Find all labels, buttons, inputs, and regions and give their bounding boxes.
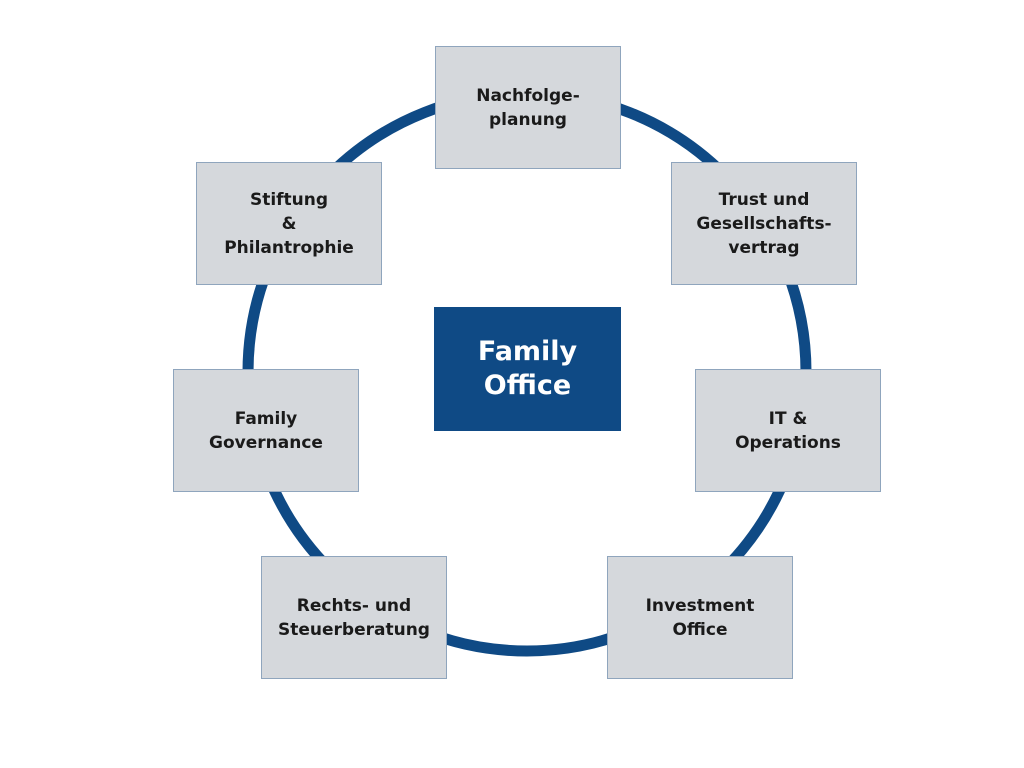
node-trust-gesellschaftsvertrag: Trust und Gesellschafts- vertrag: [671, 162, 857, 285]
node-label-line: IT &: [768, 408, 808, 429]
node-label-line: Gesellschafts-: [696, 213, 832, 234]
node-nachfolgeplanung: Nachfolge- planung: [435, 46, 621, 169]
node-label-line: Nachfolge-: [476, 85, 580, 106]
node-label-line: vertrag: [728, 237, 800, 258]
center-label-line: Family: [477, 336, 578, 367]
node-label-line: Investment: [645, 595, 755, 616]
node-label-line: Philantrophie: [224, 237, 354, 258]
node-label-line: Governance: [209, 432, 323, 453]
node-rechts-steuerberatung: Rechts- und Steuerberatung: [261, 556, 447, 679]
node-family-governance: Family Governance: [173, 369, 359, 492]
node-label-line: &: [281, 213, 297, 234]
node-label-line: Office: [672, 619, 728, 640]
node-it-operations: IT & Operations: [695, 369, 881, 492]
node-label-line: Family: [234, 408, 298, 429]
node-investment-office: Investment Office: [607, 556, 793, 679]
node-label-line: Rechts- und: [296, 595, 412, 616]
node-label-line: Steuerberatung: [278, 619, 430, 640]
center-label-line: Office: [483, 370, 572, 401]
node-label-line: planung: [489, 109, 567, 130]
node-label-line: Operations: [735, 432, 841, 453]
node-stiftung-philantrophie: Stiftung & Philantrophie: [196, 162, 382, 285]
node-label-line: Trust und: [718, 189, 810, 210]
node-label-line: Stiftung: [249, 189, 329, 210]
center-node-family-office: Family Office: [434, 307, 621, 431]
